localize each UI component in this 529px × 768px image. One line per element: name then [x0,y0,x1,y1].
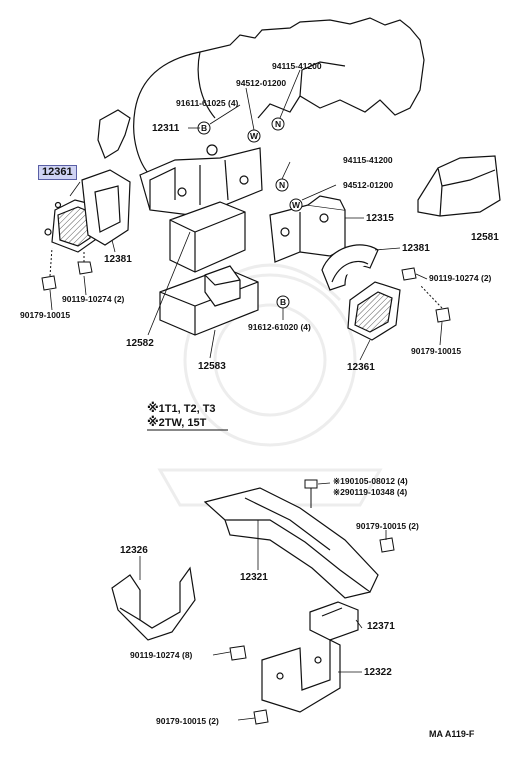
callout-w-2: W [292,200,301,210]
bolt-right [401,267,451,323]
callout-b-1: B [201,123,208,133]
part-label-12381-left[interactable]: 12381 [104,254,132,265]
note-1-number: 1 [158,403,165,415]
part-number-90119-10348: 90119-10348 (4) [344,487,408,497]
marker-symbol: ※ [333,476,341,486]
callout-w-1: W [250,131,259,141]
part-label-90119-left[interactable]: 90119-10274 (2) [62,294,125,304]
part-label-90179-2[interactable]: 90179-10015 (2) [356,521,419,531]
marker-symbol: ※ [333,487,341,497]
bracket-12326 [111,566,196,641]
part-label-12315[interactable]: 12315 [366,213,394,224]
bolt-note-1: 1 [340,476,345,486]
part-label-12361-right[interactable]: 12361 [347,362,375,373]
part-label-12581[interactable]: 12581 [471,232,499,243]
marker-symbol: ※ [147,401,159,415]
part-label-12326[interactable]: 12326 [120,545,148,556]
bracket-12315 [269,195,346,263]
part-number-90105: 90105-08012 (4) [344,476,408,486]
part-label-12371[interactable]: 12371 [367,621,395,632]
part-label-90179-left[interactable]: 90179-10015 [20,310,71,320]
engine-block [133,17,425,176]
bolt-left [41,247,93,291]
part-label-90119-right[interactable]: 90119-10274 (2) [429,273,492,283]
marker-symbol: ※ [147,415,159,429]
lower-fasteners [229,479,395,725]
part-label-12361-selected[interactable]: 12361 [38,165,77,180]
part-label-12322[interactable]: 12322 [364,667,392,678]
part-label-91612[interactable]: 91612-61020 (4) [248,322,311,332]
callout-b-2: B [280,297,287,307]
crossmember-12321 [203,487,379,599]
diagram-code: MA A119-F [429,729,475,739]
part-label-94512-mid[interactable]: 94512-01200 [343,180,394,190]
note-2-number: 2 [158,417,165,429]
part-label-90105[interactable]: ※190105-08012 (4) [333,476,408,486]
cover-12583 [159,265,259,336]
part-label-91611[interactable]: 91611-61025 (4) [176,98,239,108]
note-1-text: T1, T2, T3 [164,403,216,415]
part-label-12583[interactable]: 12583 [198,361,226,372]
model-note-1: ※1T1, T2, T3 [147,402,216,416]
part-label-90119-8[interactable]: 90119-10274 (8) [130,650,193,660]
bracket-12322 [261,639,341,713]
part-label-94115-mid[interactable]: 94115-41200 [343,155,393,165]
callout-n-1: N [275,119,282,129]
protector-12581 [417,155,501,217]
bracket-12371 [309,601,359,641]
leader-lines [49,69,443,721]
protector-12582 [169,201,246,273]
part-label-94115-top[interactable]: 94115-41200 [272,61,322,71]
part-label-90179-bottom[interactable]: 90179-10015 (2) [156,716,219,726]
part-label-90179-right[interactable]: 90179-10015 [411,346,462,356]
mount-bracket-12311 [139,144,263,216]
part-label-94512-top[interactable]: 94512-01200 [236,78,287,88]
part-label-12381-right[interactable]: 12381 [402,243,430,254]
model-note-2: ※2TW, 15T [147,416,206,430]
part-label-12311[interactable]: 12311 [152,123,180,134]
note-2-text: TW, 15T [164,417,207,429]
part-label-12321[interactable]: 12321 [240,572,268,583]
insulator-left [44,109,131,253]
part-label-12582[interactable]: 12582 [126,338,154,349]
part-label-90119-10348[interactable]: ※290119-10348 (4) [333,487,407,497]
callout-n-2: N [279,180,286,190]
insulator-right [321,244,401,341]
bolt-note-2: 2 [340,487,345,497]
